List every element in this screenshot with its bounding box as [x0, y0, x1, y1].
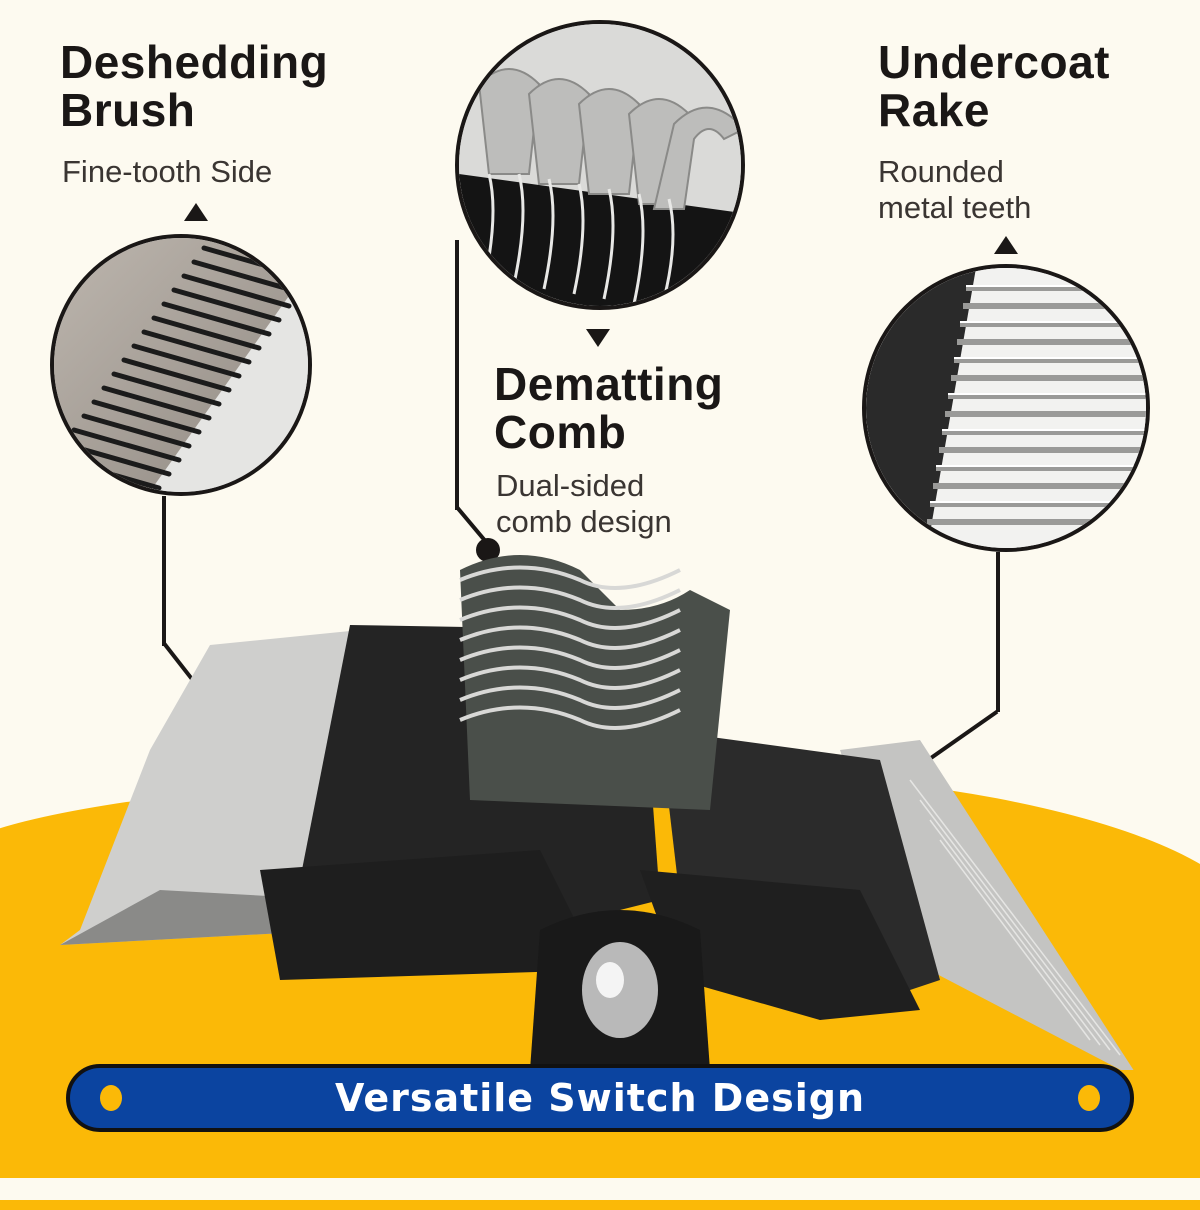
undercoat-connector-line [996, 552, 1000, 712]
banner-label: Versatile Switch Design [334, 1076, 865, 1120]
deshedding-connector-line [162, 496, 166, 646]
triangle-down-icon [586, 329, 610, 347]
fine-teeth-closeup-icon [54, 238, 308, 492]
undercoat-title-line1: Undercoat [878, 36, 1110, 88]
undercoat-subtitle: Rounded metal teeth [878, 154, 1031, 226]
deshedding-subtitle: Fine-tooth Side [62, 154, 273, 189]
deshedding-title: Deshedding Brush [60, 38, 328, 134]
undercoat-detail-circle [862, 264, 1150, 552]
undercoat-subtitle-line1: Rounded [878, 154, 1004, 189]
triangle-up-icon [184, 203, 208, 221]
grooming-tool-illustration [60, 555, 1134, 1070]
dematting-subtitle-line1: Dual-sided [496, 468, 645, 503]
deshedding-detail-circle [50, 234, 312, 496]
banner-left-dot-icon [100, 1085, 122, 1111]
banner-right-dot-icon [1078, 1085, 1100, 1111]
dematting-title-line2: Comb [494, 406, 627, 458]
undercoat-subtitle-line2: metal teeth [878, 190, 1032, 225]
dematting-subtitle: Dual-sided comb design [496, 468, 672, 540]
deshedding-title-line2: Brush [60, 84, 196, 136]
bottom-strip [0, 1178, 1200, 1200]
rake-teeth-closeup-icon [866, 268, 1146, 548]
feature-banner: Versatile Switch Design [66, 1064, 1134, 1132]
dematting-subtitle-line2: comb design [496, 504, 672, 539]
dematting-title: Dematting Comb [494, 360, 723, 456]
dematting-connector-line [455, 240, 459, 510]
deshedding-title-line1: Deshedding [60, 36, 329, 88]
triangle-up-icon [994, 236, 1018, 254]
dematting-title-line1: Dematting [494, 358, 724, 410]
undercoat-title-line2: Rake [878, 84, 990, 136]
dematting-blades-closeup-icon [459, 24, 741, 306]
undercoat-title: Undercoat Rake [878, 38, 1110, 134]
dematting-detail-circle [455, 20, 745, 310]
dematting-connector-diagonal [455, 505, 487, 543]
